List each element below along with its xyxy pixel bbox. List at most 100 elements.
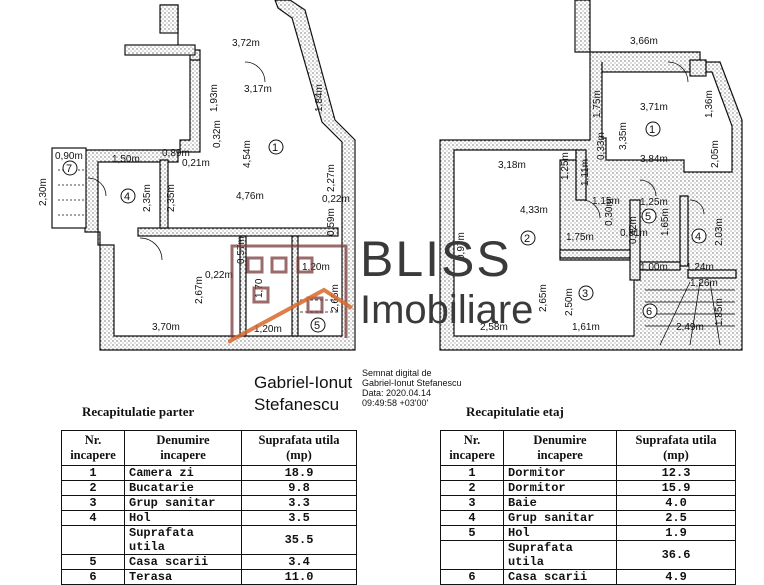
table-cell: 35.5 bbox=[241, 525, 357, 555]
dimension-label: 2,58m bbox=[480, 322, 508, 333]
header-suprafata: Suprafata utila (mp) bbox=[616, 430, 736, 466]
signature-meta: Semnat digital de Gabriel-Ionut Stefanes… bbox=[362, 368, 462, 408]
signature-meta-line: Gabriel-Ionut Stefanescu bbox=[362, 378, 462, 388]
bliss-logo-icon bbox=[228, 244, 354, 344]
table-cell: Suprafata utila bbox=[124, 525, 242, 555]
table-cell: 4 bbox=[440, 510, 504, 526]
table-cell: 3.3 bbox=[241, 495, 357, 511]
dimension-label: 2,65m bbox=[538, 284, 549, 312]
table-cell: 18.9 bbox=[241, 465, 357, 481]
table-cell: Dormitor bbox=[503, 480, 617, 496]
upper-floor-plan bbox=[439, 0, 743, 351]
table-cell: 4.9 bbox=[616, 569, 736, 585]
dimension-label: 0,59m bbox=[326, 208, 337, 236]
signature-name-line: Stefanescu bbox=[254, 395, 340, 414]
recap-etaj-table: Nr. incapere Denumire incapere Suprafata… bbox=[440, 430, 736, 585]
table-cell: 36.6 bbox=[616, 540, 736, 570]
header-suprafata: Suprafata utila (mp) bbox=[241, 430, 357, 466]
dimension-label: 2,27m bbox=[326, 164, 337, 192]
table-cell: Baie bbox=[503, 495, 617, 511]
room-number: 4 bbox=[695, 231, 701, 243]
ground-floor-room-numbers: 1 4 5 7 bbox=[62, 139, 326, 333]
floor-plans: 1 4 5 7 3,72m 3,17m 1,93m 1,84m 0,32m 4,… bbox=[38, 0, 743, 351]
dimension-label: 1,00m bbox=[640, 262, 668, 273]
table-cell: 1 bbox=[440, 465, 504, 481]
dimension-label: 1,36m bbox=[704, 90, 715, 118]
dimension-label: 4,76m bbox=[236, 191, 264, 202]
dimension-label: 1,65m bbox=[660, 208, 671, 236]
table-cell: 5 bbox=[440, 525, 504, 541]
dimension-label: 1,11m bbox=[580, 159, 591, 186]
dimension-label: 3,70m bbox=[152, 322, 180, 333]
room-number: 3 bbox=[582, 288, 588, 300]
table-cell: 6 bbox=[440, 569, 504, 585]
table-cell: 3 bbox=[61, 495, 125, 511]
table-cell: 2.5 bbox=[616, 510, 736, 526]
table-cell: 12.3 bbox=[616, 465, 736, 481]
dimension-label: 3,84m bbox=[640, 154, 668, 165]
dimension-label: 0,57m bbox=[236, 236, 247, 264]
dimension-label: 1,25m bbox=[560, 152, 571, 180]
table-cell: Casa scarii bbox=[124, 554, 242, 570]
dimension-label: 3,17m bbox=[244, 84, 272, 95]
table-cell: 11.0 bbox=[241, 569, 357, 585]
header-nr: Nr. incapere bbox=[61, 430, 125, 466]
dimension-label: 3,35m bbox=[618, 122, 629, 150]
table-cell: Hol bbox=[124, 510, 242, 526]
dimension-label: 1,50m bbox=[112, 154, 140, 165]
table-cell: 15.9 bbox=[616, 480, 736, 496]
dimension-label: 0,22m bbox=[205, 270, 233, 281]
dimension-label: 0,32m bbox=[212, 120, 223, 148]
dimension-label: 1,61m bbox=[572, 322, 600, 333]
table-cell bbox=[440, 540, 504, 570]
dimension-label: 1,75m bbox=[592, 90, 603, 118]
brand-subtitle: Imobiliare bbox=[360, 288, 534, 332]
dimension-label: 1,20m bbox=[302, 262, 330, 273]
dimension-label: 2,05m bbox=[710, 140, 721, 168]
dimension-label: 0,33m bbox=[596, 132, 607, 160]
brand-name: BLISS bbox=[360, 231, 512, 287]
table-cell: 4 bbox=[61, 510, 125, 526]
dimension-label: 3,72m bbox=[232, 38, 260, 49]
dimension-label: 0,30m bbox=[604, 198, 615, 226]
signature-name-line: Gabriel-Ionut bbox=[254, 373, 353, 392]
upper-floor-dimensions: 3,66m 3,71m 1,75m 1,36m 3,35m 0,33m 3,84… bbox=[456, 36, 725, 333]
header-denumire: Denumire incapere bbox=[124, 430, 242, 466]
dimension-label: 2,67m bbox=[194, 276, 205, 304]
dimension-label: 0,22m bbox=[322, 194, 350, 205]
table-cell: 3.5 bbox=[241, 510, 357, 526]
dimension-label: 1,75m bbox=[566, 232, 594, 243]
room-number: 7 bbox=[66, 163, 72, 175]
dimension-label: 4,54m bbox=[242, 140, 253, 168]
dimension-label: 3,66m bbox=[630, 36, 658, 47]
header-denumire: Denumire incapere bbox=[503, 430, 617, 466]
dimension-label: 0,97m bbox=[456, 232, 467, 260]
table-cell: 1 bbox=[61, 465, 125, 481]
dimension-label: 1,24m bbox=[686, 262, 714, 273]
dimension-label: 0,21m bbox=[182, 158, 210, 169]
dimension-label: 2,49m bbox=[676, 322, 704, 333]
dimension-label: 0,89m bbox=[162, 148, 190, 159]
dimension-label: 1,84m bbox=[314, 84, 325, 112]
dimension-label: 1,20m bbox=[254, 324, 282, 335]
dimension-label: 1,85m bbox=[714, 298, 725, 326]
table-cell: 2 bbox=[61, 480, 125, 496]
table-cell: 1.9 bbox=[616, 525, 736, 541]
table-cell: Terasa bbox=[124, 569, 242, 585]
table-cell: Dormitor bbox=[503, 465, 617, 481]
upper-floor-room-numbers: 1 2 3 4 5 6 bbox=[520, 121, 707, 319]
signature-meta-line: Semnat digital de bbox=[362, 368, 432, 378]
